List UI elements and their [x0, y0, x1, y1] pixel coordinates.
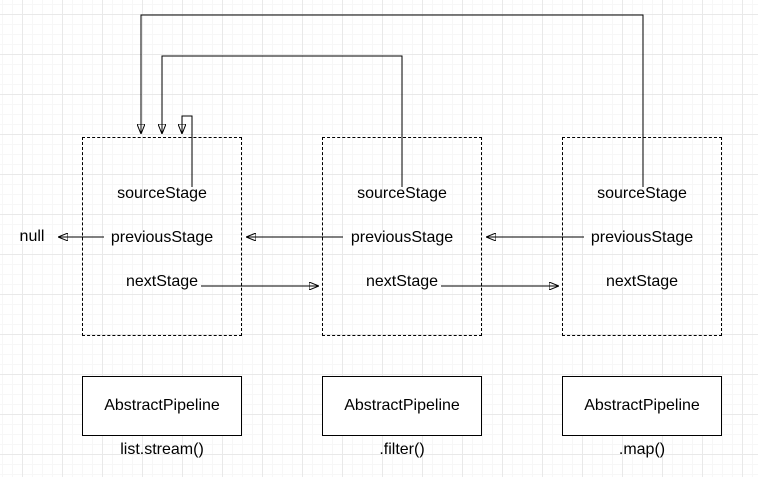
field-label-previousstage: previousStage	[350, 229, 454, 246]
field-label-previousstage: previousStage	[590, 229, 694, 246]
field-label-previousstage: previousStage	[110, 229, 214, 246]
class-box-map: AbstractPipeline	[562, 376, 722, 436]
class-box-filter: AbstractPipeline	[322, 376, 482, 436]
stage-box-filter: sourceStage previousStage nextStage	[322, 137, 482, 336]
field-label-sourcestage: sourceStage	[357, 185, 447, 202]
field-label-sourcestage: sourceStage	[597, 185, 687, 202]
field-label-nextstage: nextStage	[365, 273, 439, 290]
caption-filter: .filter()	[379, 441, 425, 458]
field-label-nextstage: nextStage	[605, 273, 679, 290]
class-box-label: AbstractPipeline	[104, 397, 220, 414]
field-label-nextstage: nextStage	[125, 273, 199, 290]
null-label: null	[19, 228, 45, 245]
caption-map: .map()	[618, 441, 666, 458]
class-box-label: AbstractPipeline	[344, 397, 460, 414]
caption-stream: list.stream()	[120, 441, 204, 458]
field-label-sourcestage: sourceStage	[117, 185, 207, 202]
stage-box-map: sourceStage previousStage nextStage	[562, 137, 722, 336]
class-box-label: AbstractPipeline	[584, 397, 700, 414]
class-box-stream: AbstractPipeline	[82, 376, 242, 436]
stage-box-stream: sourceStage previousStage nextStage	[82, 137, 242, 336]
